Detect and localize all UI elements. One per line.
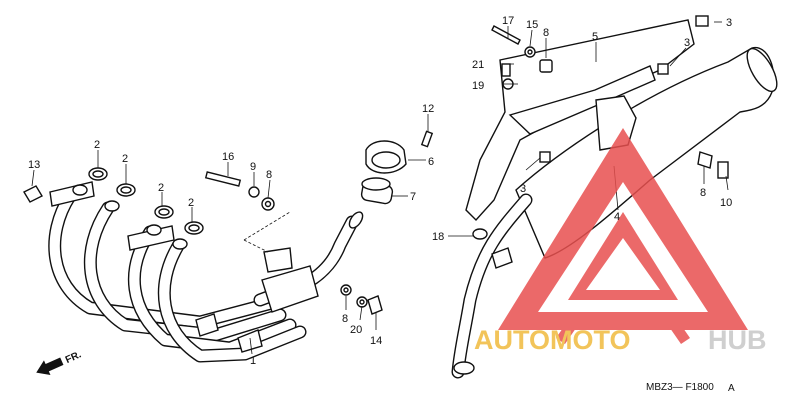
- left-hardware: [23, 130, 434, 315]
- arrow-left-icon: [36, 357, 64, 376]
- callout-15: 15: [526, 19, 538, 31]
- callout-10: 10: [720, 197, 732, 209]
- callout-9: 9: [250, 161, 256, 173]
- callout-8d: 8: [700, 187, 706, 199]
- direction-label: FR.: [64, 349, 83, 366]
- callout-6: 6: [428, 156, 434, 168]
- callout-8b: 8: [342, 313, 348, 325]
- callout-4: 4: [614, 211, 620, 223]
- callout-17: 17: [502, 15, 514, 27]
- callout-19: 19: [472, 80, 484, 92]
- callout-5: 5: [592, 31, 598, 43]
- callout-3a: 3: [726, 17, 732, 29]
- callout-2b: 2: [122, 153, 128, 165]
- callout-14: 14: [370, 335, 382, 347]
- drawing-code-text: MBZ3— F1800: [646, 382, 714, 393]
- callout-labels: 1 2 2 2 2 3 3 3 4 5 6 7 8 8 8 8 9 10 12 …: [28, 15, 732, 367]
- front-direction-indicator: FR.: [36, 349, 83, 376]
- callout-12: 12: [422, 103, 434, 115]
- drawing-code-suffix: A: [728, 383, 735, 394]
- callout-16: 16: [222, 151, 234, 163]
- callout-8a: 8: [266, 169, 272, 181]
- watermark-text-b: HUB: [708, 325, 767, 355]
- callout-13: 13: [28, 159, 40, 171]
- callout-21: 21: [472, 59, 484, 71]
- callout-3b: 3: [684, 37, 690, 49]
- callout-1: 1: [250, 355, 256, 367]
- exhaust-gaskets: [88, 167, 204, 235]
- callout-18: 18: [432, 231, 444, 243]
- exhaust-header-pipes: [48, 181, 364, 363]
- right-hardware: [491, 25, 729, 179]
- watermark-text: AUTOMOTO HUB: [474, 325, 767, 355]
- callout-20: 20: [350, 324, 362, 336]
- watermark-text-a: AUTOMOTO: [474, 325, 631, 355]
- watermark-logo: [498, 128, 748, 344]
- drawing-code: MBZ3— F1800 A: [646, 382, 735, 394]
- callout-2d: 2: [188, 197, 194, 209]
- callout-7: 7: [410, 191, 416, 203]
- callout-3c: 3: [520, 183, 526, 195]
- callout-2a: 2: [94, 139, 100, 151]
- callout-8c: 8: [543, 27, 549, 39]
- callout-2c: 2: [158, 182, 164, 194]
